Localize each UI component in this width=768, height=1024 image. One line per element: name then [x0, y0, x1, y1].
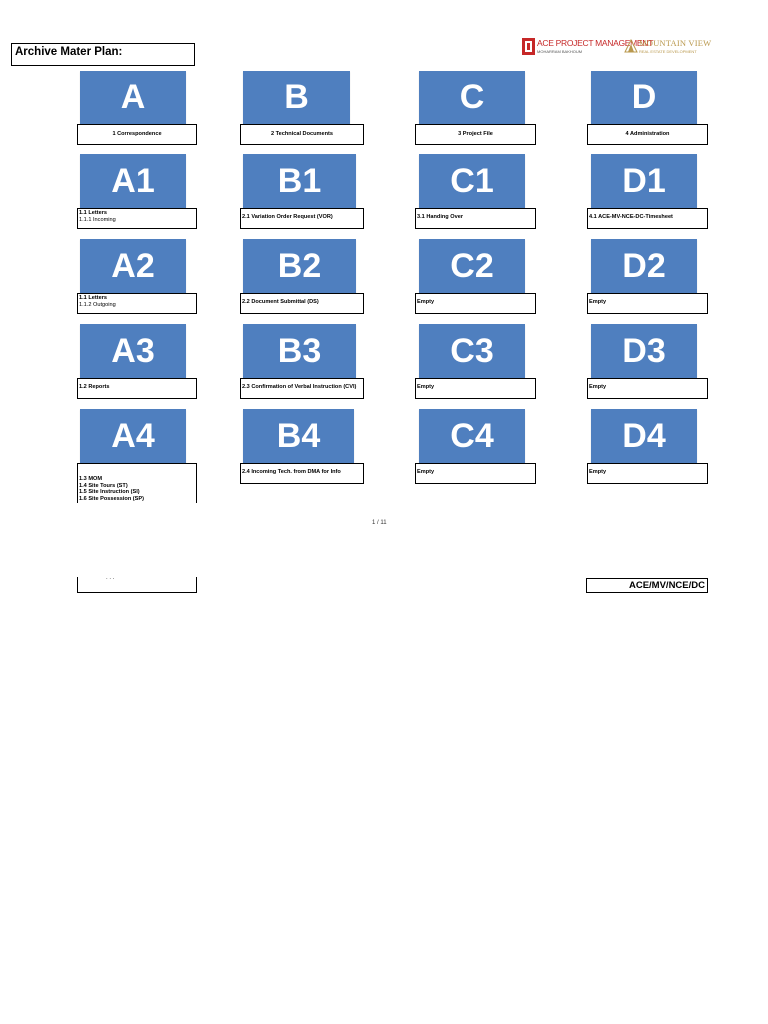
folder-label-a1-line1: 1.1 Letters — [79, 210, 107, 216]
ace-logo: ACE PROJECT MANAGEMENT MOHARRAM BAKHOUM — [522, 37, 653, 59]
folder-label-c1: 3.1 Handing Over — [415, 208, 536, 229]
page-title: Archive Mater Plan: — [11, 43, 195, 66]
category-tile-a[interactable]: A — [80, 71, 186, 124]
footer-left-box: . . . — [77, 575, 197, 593]
mountain-view-logo: MOUNTAIN VIEW REAL ESTATE DEVELOPMENT — [624, 37, 711, 59]
mountain-view-logo-sub: REAL ESTATE DEVELOPMENT — [639, 49, 697, 54]
document-code: ACE/MV/NCE/DC — [586, 578, 708, 593]
mountain-view-logo-icon — [624, 39, 638, 53]
folder-label-c2-line1: Empty — [417, 299, 435, 305]
folder-label-a3: 1.2 Reports — [77, 378, 197, 399]
folder-label-d3: Empty — [587, 378, 708, 399]
folder-tile-c4[interactable]: C4 — [419, 409, 525, 463]
category-label-a: 1 Correspondence — [77, 124, 197, 145]
folder-label-c1-line1: 3.1 Handing Over — [417, 214, 464, 220]
folder-label-a1: 1.1 Letters 1.1.1 Incoming — [77, 208, 197, 229]
folder-label-a4-line3: 1.5 Site Instruction (SI) — [79, 489, 140, 496]
folder-label-d1-line1: 4.1 ACE-MV-NCE-DC-Timesheet — [589, 214, 673, 220]
folder-tile-d1[interactable]: D1 — [591, 154, 697, 208]
folder-tile-a2[interactable]: A2 — [80, 239, 186, 293]
category-label-b: 2 Technical Documents — [240, 124, 364, 145]
ace-logo-icon — [522, 38, 535, 55]
folder-label-a4-line1: 1.3 MOM — [79, 476, 103, 482]
folder-label-a2-line2: 1.1.2 Outgoing — [79, 301, 116, 308]
folder-label-c4: Empty — [415, 463, 536, 484]
folder-label-d4: Empty — [587, 463, 708, 484]
folder-tile-b2[interactable]: B2 — [243, 239, 356, 293]
folder-tile-b4[interactable]: B4 — [243, 409, 354, 463]
folder-label-c4-line1: Empty — [417, 469, 435, 475]
folder-label-b1-line1: 2.1 Variation Order Request (VOR) — [242, 214, 333, 220]
folder-label-a1-line2: 1.1.1 Incoming — [79, 216, 116, 223]
folder-tile-d4[interactable]: D4 — [591, 409, 697, 463]
folder-label-b2-line1: 2.2 Document Submittal (DS) — [242, 299, 319, 305]
folder-label-b3: 2.3 Confirmation of Verbal Instruction (… — [240, 378, 364, 399]
folder-label-b1: 2.1 Variation Order Request (VOR) — [240, 208, 364, 229]
folder-label-d2-line1: Empty — [589, 299, 607, 305]
folder-label-b3-line1: 2.3 Confirmation of Verbal Instruction (… — [242, 384, 357, 390]
category-label-d: 4 Administration — [587, 124, 708, 145]
ace-logo-name: ACE PROJECT MANAGEMENT — [537, 38, 654, 48]
footer-left-fragment: . . . — [106, 575, 115, 581]
folder-label-d4-line1: Empty — [589, 469, 607, 475]
folder-label-d3-line1: Empty — [589, 384, 607, 390]
folder-label-b4: 2.4 Incoming Tech. from DMA for Info — [240, 463, 364, 484]
folder-tile-b3[interactable]: B3 — [243, 324, 356, 378]
folder-label-a4-line4: 1.6 Site Possession (SP) — [79, 495, 144, 502]
folder-tile-d3[interactable]: D3 — [591, 324, 697, 378]
folder-label-a4: 1.3 MOM 1.4 Site Tours (ST) 1.5 Site Ins… — [77, 463, 197, 503]
category-tile-c[interactable]: C — [419, 71, 525, 124]
folder-label-d1: 4.1 ACE-MV-NCE-DC-Timesheet — [587, 208, 708, 229]
folder-tile-c2[interactable]: C2 — [419, 239, 525, 293]
mountain-view-logo-name: MOUNTAIN VIEW — [639, 38, 712, 48]
folder-label-a3-line1: 1.2 Reports — [79, 384, 110, 390]
folder-label-a2-line1: 1.1 Letters — [79, 295, 107, 301]
folder-label-c2: Empty — [415, 293, 536, 314]
folder-tile-d2[interactable]: D2 — [591, 239, 697, 293]
folder-label-c3-line1: Empty — [417, 384, 435, 390]
folder-tile-b1[interactable]: B1 — [243, 154, 356, 208]
folder-tile-c3[interactable]: C3 — [419, 324, 525, 378]
folder-label-b4-line1: 2.4 Incoming Tech. from DMA for Info — [242, 469, 341, 475]
folder-label-a2: 1.1 Letters 1.1.2 Outgoing — [77, 293, 197, 314]
category-label-c: 3 Project File — [415, 124, 536, 145]
page-indicator: 1 / 11 — [372, 520, 387, 526]
ace-logo-sub: MOHARRAM BAKHOUM — [537, 49, 583, 54]
category-tile-b[interactable]: B — [243, 71, 350, 124]
folder-tile-c1[interactable]: C1 — [419, 154, 525, 208]
folder-tile-a3[interactable]: A3 — [80, 324, 186, 378]
folder-tile-a4[interactable]: A4 — [80, 409, 186, 463]
category-tile-d[interactable]: D — [591, 71, 697, 124]
folder-label-b2: 2.2 Document Submittal (DS) — [240, 293, 364, 314]
folder-label-d2: Empty — [587, 293, 708, 314]
folder-label-c3: Empty — [415, 378, 536, 399]
folder-tile-a1[interactable]: A1 — [80, 154, 186, 208]
folder-label-a4-line2: 1.4 Site Tours (ST) — [79, 482, 128, 489]
